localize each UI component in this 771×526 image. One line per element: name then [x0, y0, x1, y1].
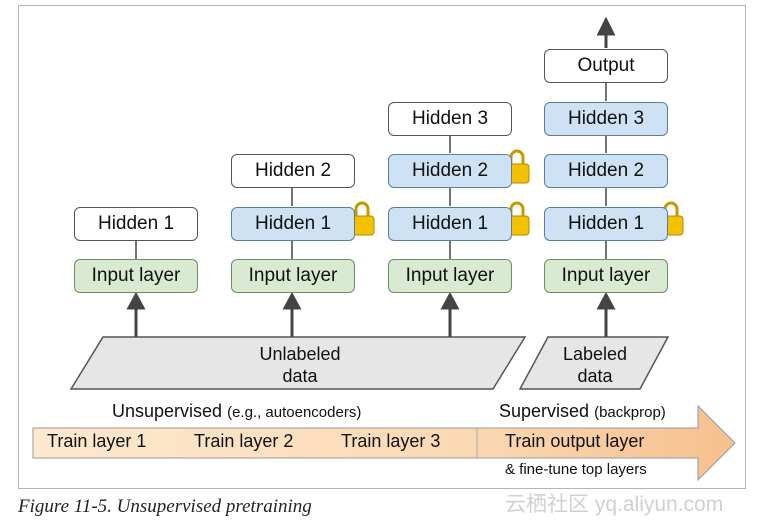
arrow-up-4 — [596, 291, 616, 310]
input-layer-box: Input layer — [388, 259, 512, 293]
hidden-layer-box: Hidden 2 — [388, 154, 512, 188]
watermark: 云栖社区 yq.aliyun.com — [505, 493, 724, 516]
stage-label: Train layer 1 — [47, 431, 147, 451]
figure-frame — [18, 5, 746, 489]
labeled-data-box — [518, 336, 670, 390]
stage-label: Train layer 3 — [341, 431, 441, 451]
input-layer-box: Input layer — [544, 259, 668, 293]
hidden-layer-box: Hidden 1 — [74, 207, 198, 241]
labeled-data-label: Labeled data — [545, 343, 645, 387]
input-layer-box: Input layer — [231, 259, 355, 293]
hidden-layer-box: Hidden 2 — [544, 154, 668, 188]
unlabeled-data-line2: data — [282, 366, 318, 386]
supervised-phase-label: Supervised (backprop) — [499, 401, 666, 422]
hidden-layer-box: Hidden 2 — [231, 154, 355, 188]
output-arrow-icon — [596, 16, 616, 36]
stage-label: Train layer 2 — [194, 431, 294, 451]
supervised-text: Supervised — [499, 401, 590, 421]
hidden-layer-box: Hidden 3 — [388, 102, 512, 136]
hidden-layer-box: Hidden 1 — [231, 207, 355, 241]
unlabeled-data-label: Unlabeled data — [240, 343, 360, 387]
labeled-data-line1: Labeled — [562, 344, 628, 364]
unlabeled-data-line1: Unlabeled — [259, 344, 341, 364]
unsupervised-note: (e.g., autoencoders) — [227, 404, 362, 421]
stage-note: & fine-tune top layers — [505, 461, 647, 478]
labeled-data-line2: data — [577, 366, 613, 386]
stage-label: Train output layer — [505, 431, 645, 451]
arrow-up-1 — [126, 291, 146, 310]
input-layer-box: Input layer — [74, 259, 198, 293]
unlabeled-data-box — [69, 336, 527, 390]
lock-icon — [350, 201, 375, 236]
hidden-layer-box: Hidden 3 — [544, 102, 668, 136]
output-layer-box: Output — [544, 49, 668, 83]
arrow-up-3 — [440, 291, 460, 310]
arrow-up-2 — [282, 291, 302, 310]
hidden-layer-box: Hidden 1 — [388, 207, 512, 241]
figure-caption: Figure 11-5. Unsupervised pretraining — [18, 496, 312, 517]
unsupervised-phase-label: Unsupervised (e.g., autoencoders) — [112, 401, 361, 422]
hidden-layer-box: Hidden 1 — [544, 207, 668, 241]
supervised-note: (backprop) — [594, 404, 666, 421]
training-arrow — [32, 404, 736, 482]
unsupervised-text: Unsupervised — [112, 401, 223, 421]
